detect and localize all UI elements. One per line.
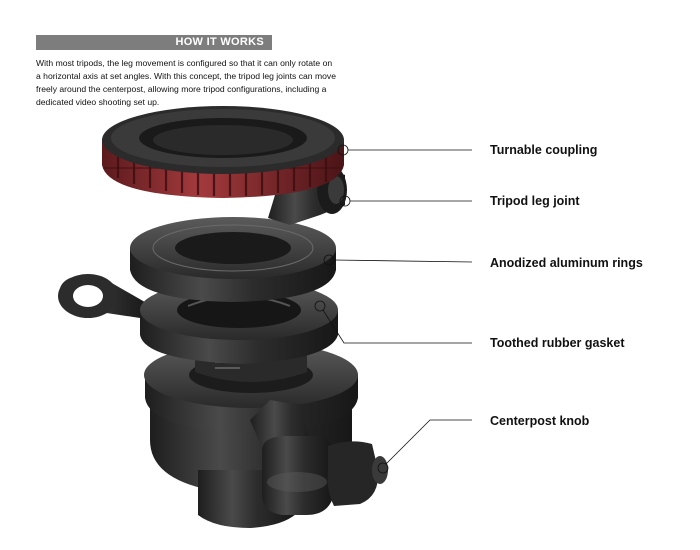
section-title: HOW IT WORKS bbox=[175, 36, 264, 48]
leader-turnable-coupling bbox=[337, 144, 472, 156]
anodized-ring bbox=[130, 217, 336, 302]
callout-leaders bbox=[314, 144, 473, 474]
section-banner: HOW IT WORKS bbox=[36, 35, 272, 50]
label-anodized-rings: Anodized aluminum rings bbox=[490, 256, 643, 270]
label-turnable-coupling: Turnable coupling bbox=[490, 143, 598, 157]
turnable-coupling bbox=[102, 106, 344, 198]
intro-paragraph: With most tripods, the leg movement is c… bbox=[36, 58, 336, 107]
leader-centerpost-knob bbox=[377, 419, 472, 474]
lower-leg-joint bbox=[250, 400, 388, 515]
leader-tripod-leg-joint bbox=[339, 195, 472, 207]
leader-toothed-gasket bbox=[314, 300, 472, 344]
leader-anodized-rings bbox=[323, 254, 473, 266]
label-centerpost-knob: Centerpost knob bbox=[490, 414, 590, 428]
label-tripod-leg-joint: Tripod leg joint bbox=[490, 194, 580, 208]
label-toothed-gasket: Toothed rubber gasket bbox=[490, 336, 625, 350]
